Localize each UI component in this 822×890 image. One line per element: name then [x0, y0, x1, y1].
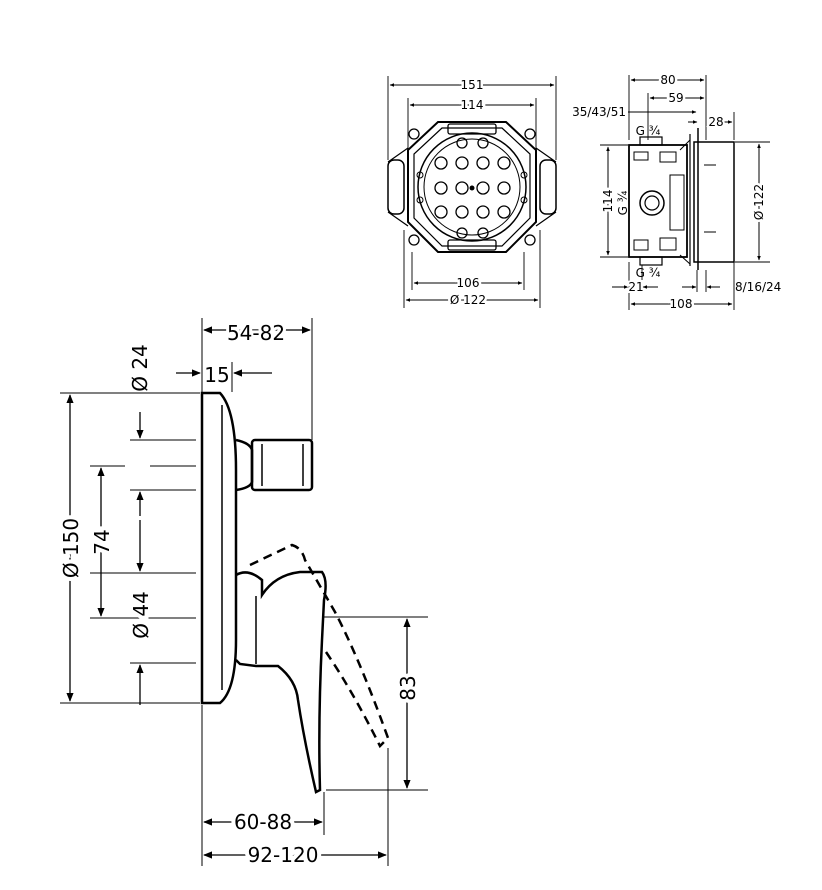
dim-thread-top: G ¾	[636, 124, 661, 138]
dim-handle-hub-diameter: Ø 44	[129, 591, 153, 639]
outlet-spout	[235, 438, 314, 492]
dim-depth-options: 35/43/51	[572, 105, 626, 119]
box-inner-ring	[417, 132, 527, 242]
dim-bottom-diameter: Ø 122	[450, 293, 486, 307]
dim-outlet-spacing: 74	[90, 529, 114, 554]
dim-diameter-122: Ø 122	[752, 184, 766, 220]
dim-projection-range: 54-82	[227, 321, 285, 345]
box-side-view: 80 59 35/43/51 G ¾ 28 114 G ¾ Ø 122 G ¾ …	[572, 71, 781, 314]
dim-overall-108: 108	[670, 297, 693, 311]
dim-handle-depth: 60-88	[234, 810, 292, 834]
box-hole-grid	[434, 137, 511, 239]
dim-front-gap: 28	[708, 115, 723, 129]
dim-depth-inner: 59	[668, 91, 683, 105]
dim-overall-depth: 92-120	[248, 843, 319, 867]
dim-height-114: 114	[601, 190, 615, 213]
dim-outer-width: 151	[461, 78, 484, 92]
lever-handle	[235, 570, 327, 794]
dim-inner-width: 114	[461, 98, 484, 112]
box-octagon-outer	[407, 121, 537, 253]
dim-handle-drop: 83	[396, 675, 420, 700]
dim-plate-diameter: Ø 150	[59, 518, 83, 578]
dim-thread-bottom: G ¾	[636, 266, 661, 280]
side-port	[639, 190, 665, 216]
dim-bottom-width: 106	[457, 276, 480, 290]
wall-plate	[200, 391, 238, 705]
mixer-side-view: 54-82 15 Ø 24 Ø 150 74 Ø 44 83 60-88 92-…	[55, 318, 428, 871]
dim-rear-21: 21	[628, 280, 643, 294]
box-front-view: 151 114 106 Ø 122	[387, 76, 557, 310]
dim-thread-side: G ¾	[616, 190, 630, 215]
dim-depth-total: 80	[660, 73, 675, 87]
lever-alt-position	[249, 543, 390, 749]
dim-frame-options: 8/16/24	[735, 280, 781, 294]
dim-outlet-diameter: Ø 24	[128, 344, 152, 392]
dim-inlet-projection: 15	[204, 363, 229, 387]
